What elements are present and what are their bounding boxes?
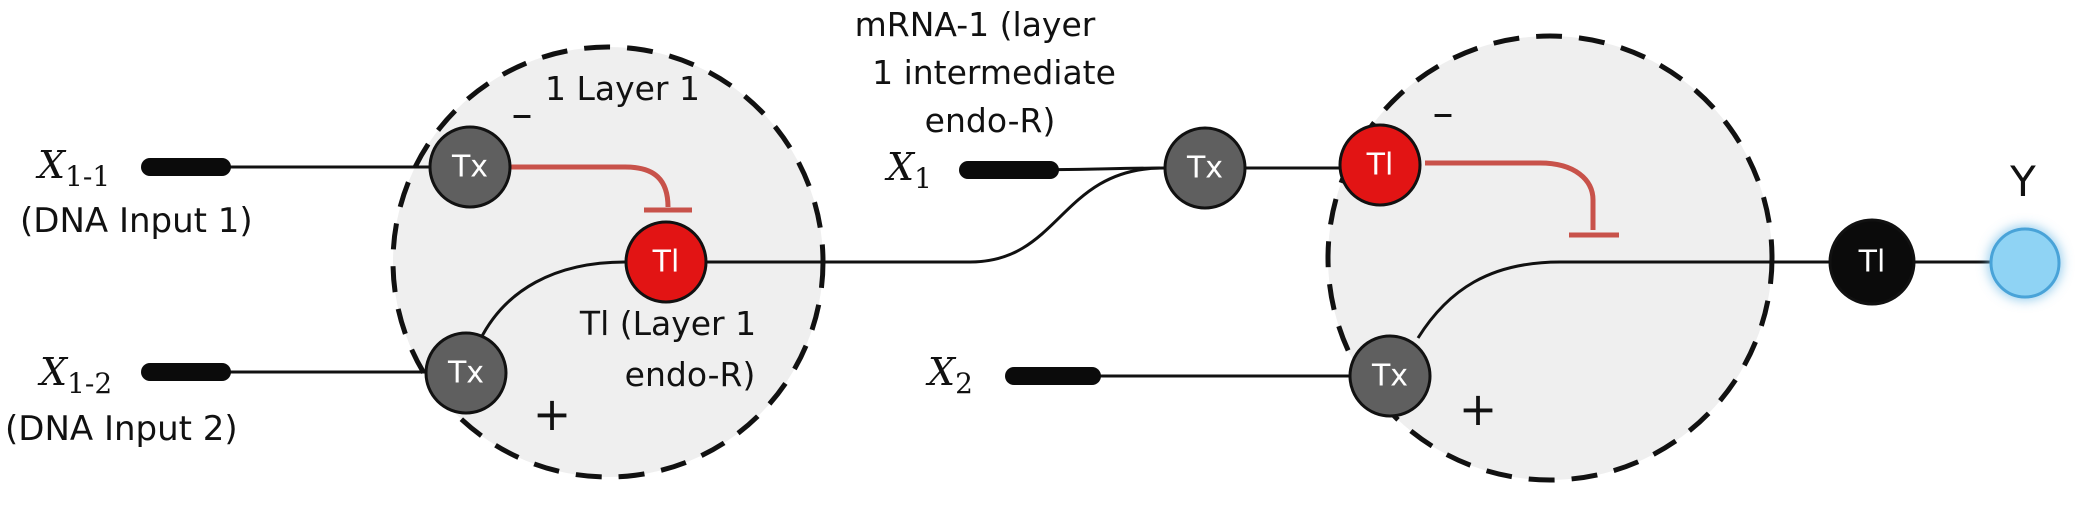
x1-label: X1 <box>884 145 932 195</box>
mrna-label-line1: mRNA-1 (layer <box>855 5 1096 44</box>
dna-input-1-label: (DNA Input 1) <box>20 201 253 241</box>
tx-node-layer2-bottom <box>1348 334 1432 418</box>
wire-tx-output-layer2 <box>1416 260 1830 339</box>
tx-node-layer1-bottom-label: Tx <box>447 356 484 391</box>
plus-sign-layer2: + <box>1459 382 1498 436</box>
mrna-label-line2: 1 intermediate <box>872 53 1116 92</box>
x2-label: X2 <box>925 350 973 400</box>
layer2-compartment <box>1325 33 1775 483</box>
tl-node-layer2-label: Tl <box>1366 148 1394 183</box>
tl-node-layer1 <box>624 220 708 304</box>
output-y-node <box>1989 227 2061 299</box>
repression-arrow-layer1 <box>500 164 671 208</box>
tx-node-layer1-top <box>428 125 512 209</box>
tx-node-layer1-bottom <box>424 331 508 415</box>
tl-node-output <box>1828 218 1916 306</box>
tl-node-layer2 <box>1338 123 1422 207</box>
tl-layer1-label-line1: Tl (Layer 1 <box>579 304 756 343</box>
tl-node-layer1-label: Tl <box>652 245 680 280</box>
wire-tx-tl-layer1 <box>478 260 626 341</box>
tx-node-layer1-top-label: Tx <box>451 150 488 185</box>
plus-sign-layer1: + <box>533 387 572 441</box>
tl-node-output-label: Tl <box>1858 245 1886 280</box>
x12-label: X1-2 <box>37 350 112 400</box>
output-y-label: Y <box>2009 157 2036 206</box>
x11-label: X1-1 <box>35 143 110 193</box>
layer1-title: 1 Layer 1 <box>545 69 700 108</box>
wire-layer1-to-layer2 <box>705 166 1161 264</box>
repression-arrow-layer2 <box>1425 160 1596 230</box>
minus-sign-layer1: – <box>512 89 533 138</box>
dna-input-2-label: (DNA Input 2) <box>5 409 238 449</box>
minus-sign-layer2: – <box>1433 88 1454 137</box>
tl-layer1-label-line2: endo-R) <box>625 355 756 394</box>
tx-node-layer2-top-label: Tx <box>1186 151 1223 186</box>
mrna-label-line3: endo-R) <box>925 101 1056 140</box>
tx-node-layer2-top <box>1163 126 1247 210</box>
tx-node-layer2-bottom-label: Tx <box>1371 359 1408 394</box>
